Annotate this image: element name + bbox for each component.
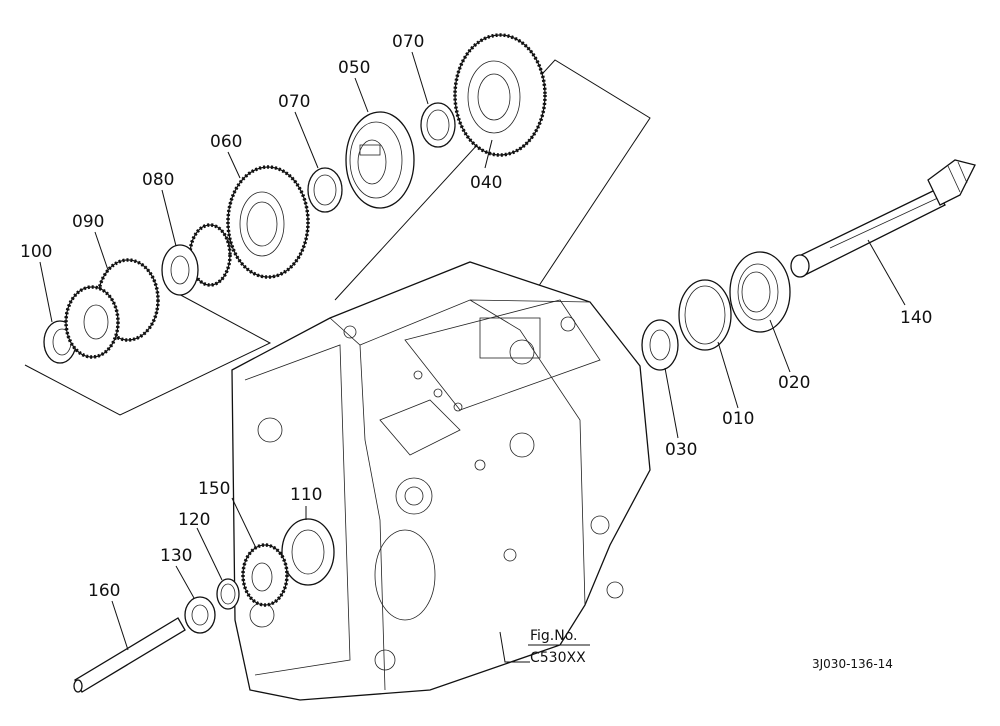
label-120: 120 bbox=[178, 510, 210, 530]
reference-planes bbox=[24, 59, 651, 416]
label-080: 080 bbox=[142, 170, 174, 190]
label-140: 140 bbox=[900, 308, 932, 328]
part-030-shim bbox=[641, 319, 679, 371]
label-160: 160 bbox=[88, 581, 120, 601]
part-040-gear bbox=[453, 33, 547, 157]
label-070-upper: 070 bbox=[392, 32, 424, 52]
figure-number-value: C530XX bbox=[530, 650, 586, 666]
drawing-code: 3J030-136-14 bbox=[812, 657, 893, 671]
label-150: 150 bbox=[198, 479, 230, 499]
label-090: 090 bbox=[72, 212, 104, 232]
part-080-sleeve bbox=[161, 223, 232, 296]
label-060: 060 bbox=[210, 132, 242, 152]
part-070-bearing-upper bbox=[420, 102, 456, 148]
label-030: 030 bbox=[665, 440, 697, 460]
label-010: 010 bbox=[722, 409, 754, 429]
label-110: 110 bbox=[290, 485, 322, 505]
label-130: 130 bbox=[160, 546, 192, 566]
part-110-bearing bbox=[281, 518, 335, 586]
figure-number-label: Fig.No. bbox=[530, 628, 578, 644]
part-050-hub bbox=[345, 111, 415, 209]
part-150-gear bbox=[241, 543, 289, 607]
label-040: 040 bbox=[470, 173, 502, 193]
part-060-gear bbox=[226, 165, 310, 279]
transmission-case bbox=[231, 261, 651, 701]
leader-lines bbox=[39, 51, 906, 663]
figure-callout: Fig.No. C530XX bbox=[528, 628, 590, 666]
part-010-ring bbox=[678, 279, 732, 351]
label-100: 100 bbox=[20, 242, 52, 262]
label-070-lower: 070 bbox=[278, 92, 310, 112]
label-050: 050 bbox=[338, 58, 370, 78]
part-140-pinion-shaft bbox=[790, 159, 976, 278]
part-160-shaft bbox=[73, 617, 186, 693]
part-090-gear bbox=[64, 258, 160, 359]
label-020: 020 bbox=[778, 373, 810, 393]
part-020-bearing bbox=[729, 251, 791, 333]
part-120-snap-ring bbox=[216, 578, 240, 610]
part-130-nut bbox=[184, 596, 216, 634]
part-labels: 100 090 080 060 070 050 070 040 140 020 … bbox=[20, 32, 932, 601]
part-070-bearing-lower bbox=[307, 167, 343, 213]
